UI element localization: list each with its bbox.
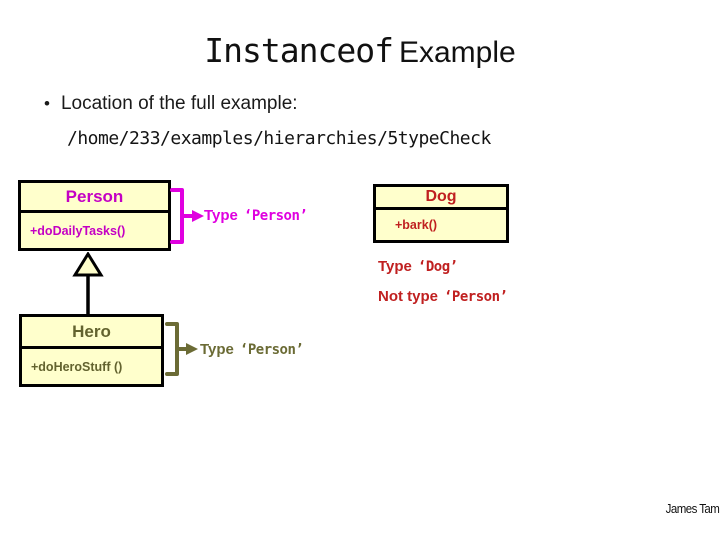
- hero-type-annotation: Type ‘Person’: [200, 341, 304, 358]
- hero-class-method: +doHeroStuff (): [31, 359, 123, 374]
- dog-type-annotation-value: ‘Dog’: [417, 259, 458, 275]
- dog-class-method: +bark(): [395, 218, 438, 232]
- hero-type-annotation-label: Type: [200, 341, 234, 358]
- dog-type-annotation: Type ‘Dog’: [378, 258, 458, 275]
- person-type-annotation-label: Type: [204, 207, 238, 224]
- bullet-icon: •: [44, 94, 50, 113]
- bullet-text: Location of the full example:: [60, 93, 298, 114]
- hero-class-name: Hero: [22, 317, 161, 349]
- person-class-name: Person: [21, 183, 168, 213]
- person-class-box: Person +doDailyTasks(): [18, 180, 171, 251]
- slide-title-code-part: Instanceof: [204, 31, 394, 70]
- person-type-annotation: Type ‘Person’: [204, 207, 308, 224]
- dog-not-type-annotation-value: ‘Person’: [444, 289, 508, 305]
- person-type-annotation-value: ‘Person’: [243, 208, 308, 224]
- hero-type-annotation-value: ‘Person’: [239, 342, 304, 358]
- slide-title-text-part: Example: [398, 36, 516, 69]
- dog-not-type-annotation-label: Not type: [378, 288, 438, 305]
- dog-class-box: Dog +bark(): [373, 184, 509, 243]
- example-file-path: /home/233/examples/hierarchies/5typeChec…: [67, 128, 491, 149]
- hero-brace-pointer-icon: [165, 322, 198, 376]
- dog-class-name: Dog: [376, 187, 506, 210]
- hero-class-box: Hero +doHeroStuff (): [19, 314, 164, 387]
- dog-not-type-annotation: Not type ‘Person’: [378, 288, 508, 305]
- bullet-line: • Location of the full example:: [44, 93, 298, 115]
- person-brace-pointer-icon: [170, 188, 204, 244]
- inheritance-arrow-icon: [72, 252, 104, 315]
- dog-type-annotation-label: Type: [378, 258, 412, 275]
- author-credit: James Tam: [665, 502, 719, 516]
- person-class-method: +doDailyTasks(): [30, 223, 126, 238]
